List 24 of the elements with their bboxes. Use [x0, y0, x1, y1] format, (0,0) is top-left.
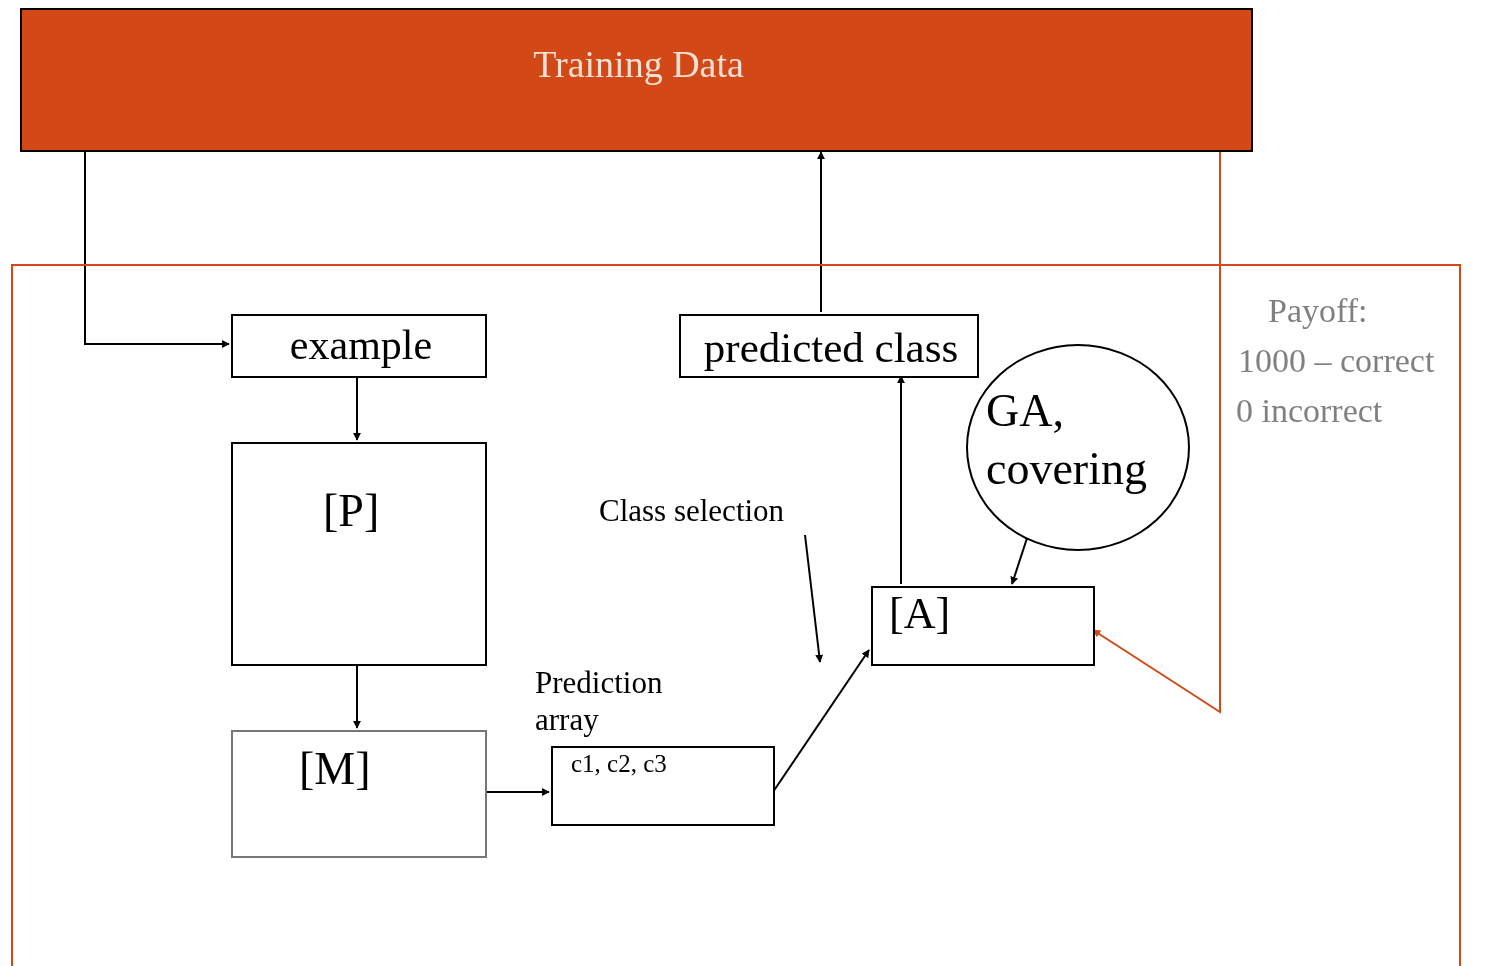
pointer-arrow	[804, 534, 824, 663]
payoff-note: 1000 – correct	[1238, 342, 1435, 380]
process-box	[679, 314, 979, 378]
system-frame	[11, 264, 1461, 966]
arrow	[84, 151, 230, 348]
node-label: GA, covering	[986, 384, 1148, 496]
process-box	[231, 314, 487, 378]
process-box	[231, 442, 487, 666]
process-box	[871, 586, 1095, 666]
payoff-note: 0 incorrect	[1236, 392, 1383, 430]
prediction-array-box	[551, 746, 775, 826]
node-label: c1, c2, c3	[571, 750, 667, 778]
annotation-text: Class selection	[599, 494, 785, 529]
node-label: [P]	[323, 486, 380, 537]
node-label: example	[288, 322, 434, 369]
node-label: [A]	[889, 590, 951, 639]
training-data-bar	[20, 8, 1253, 152]
node-label: predicted class	[702, 324, 960, 372]
caption-text: Prediction array	[535, 664, 664, 739]
node-label: [M]	[299, 744, 371, 795]
arrow	[817, 151, 825, 313]
process-box	[231, 730, 487, 858]
payoff-note: Payoff:	[1268, 292, 1368, 330]
node-label: Training Data	[532, 44, 745, 86]
